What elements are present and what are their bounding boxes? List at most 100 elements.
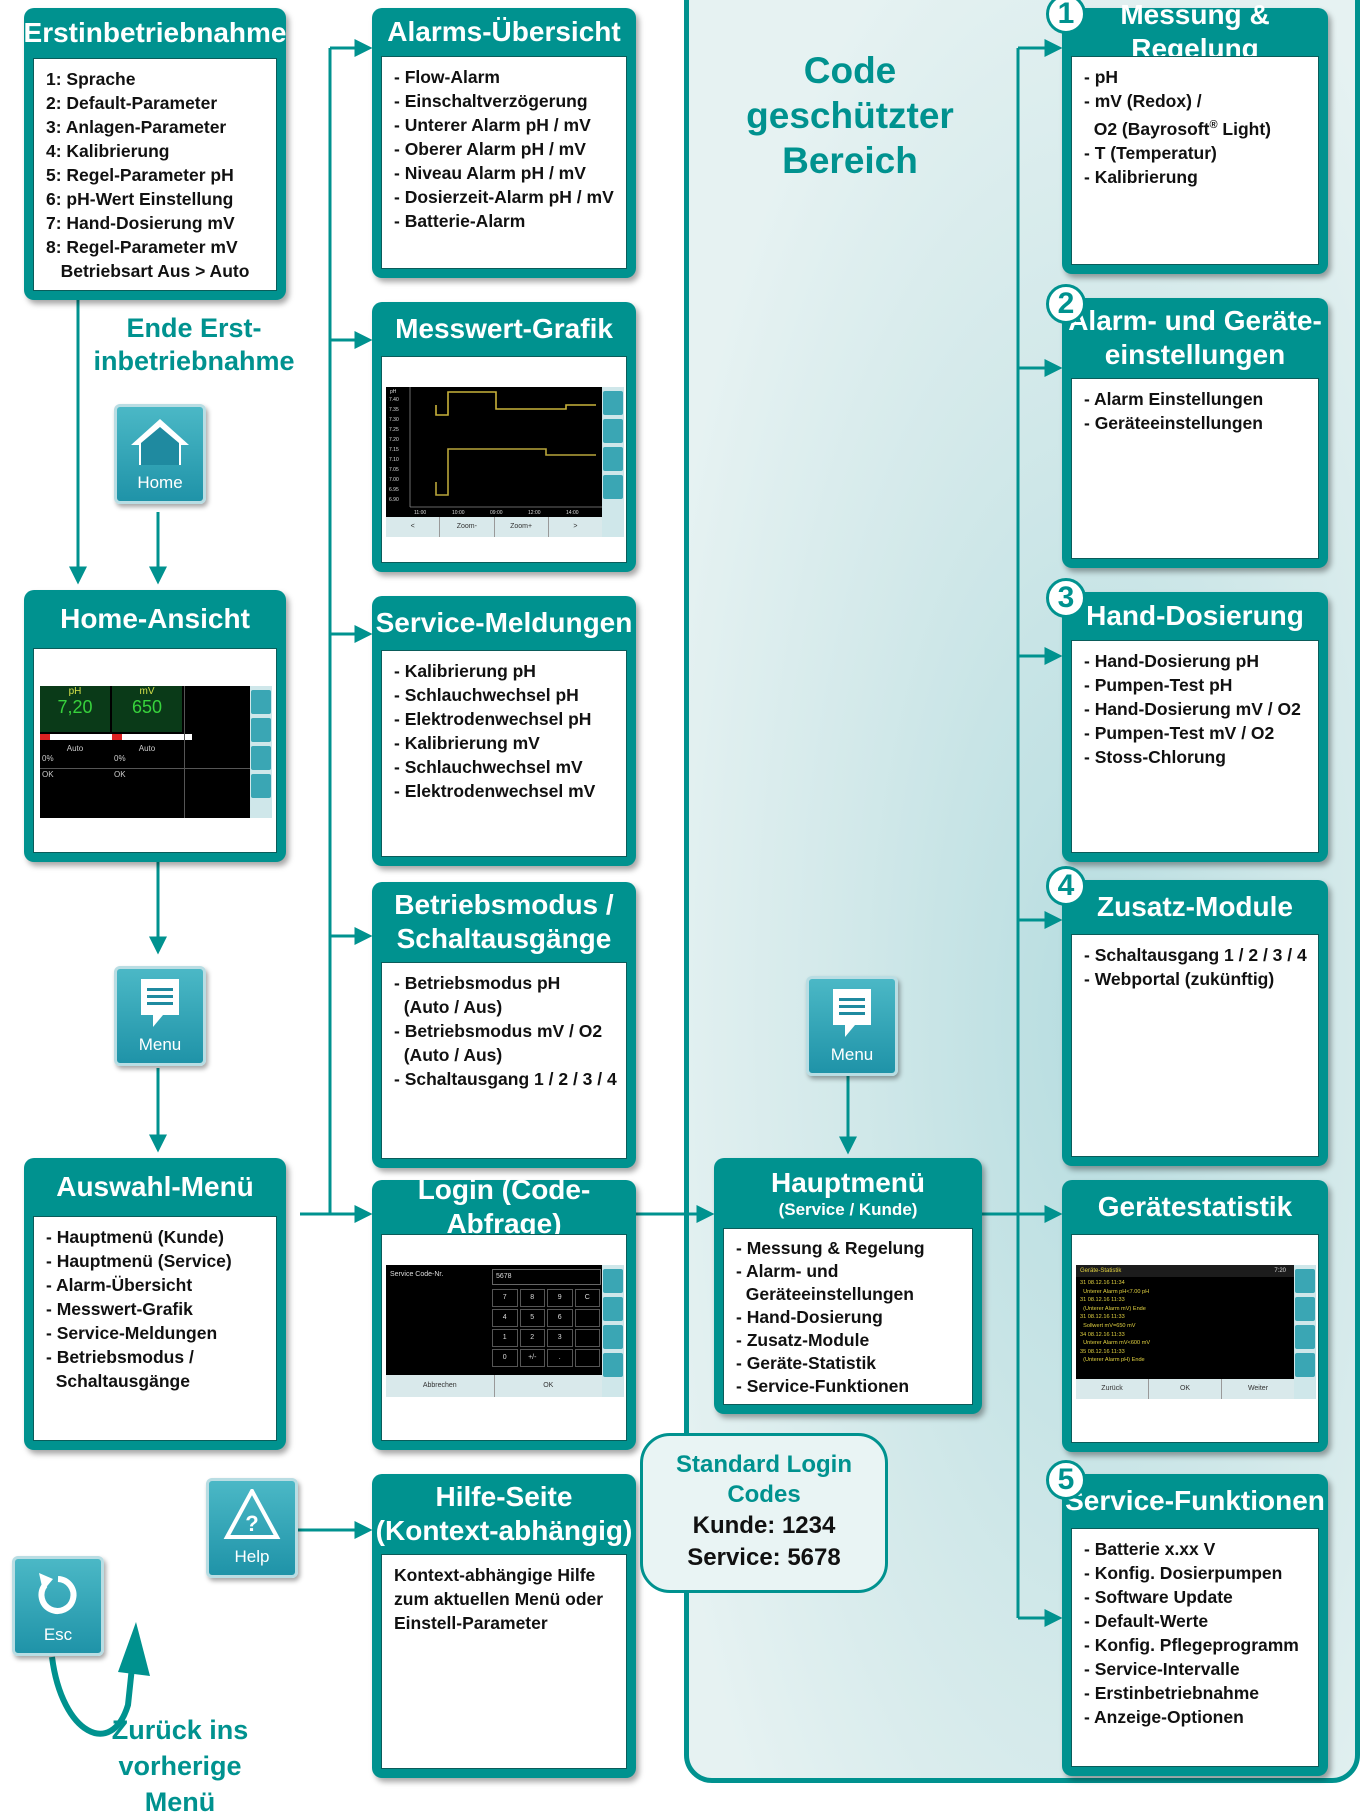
back-arrow-icon bbox=[38, 1573, 77, 1614]
ende-erstinbetriebnahme-label: Ende Erst- inbetriebnahme bbox=[93, 313, 295, 376]
auswahl-menu-box: Auswahl-Menü - Hauptmenü (Kunde) - Haupt… bbox=[24, 1158, 286, 1450]
plot-y-tick: 7.30 bbox=[389, 417, 399, 423]
statistik-line: (Unterer Alarm pH) Ende bbox=[1080, 1357, 1145, 1364]
hauptmenu-box: Hauptmenü (Service / Kunde) - Messung & … bbox=[714, 1158, 982, 1414]
statistik-line: 31 08.12.16 11:33 bbox=[1080, 1297, 1125, 1304]
plot-x-tick: 11:00 bbox=[414, 510, 426, 516]
betriebsmodus-list: - Betriebsmodus pH (Auto / Aus) - Betrie… bbox=[394, 973, 617, 1089]
hilfe-box: Hilfe-Seite (Kontext-abhängig) Kontext-a… bbox=[372, 1474, 636, 1778]
warning-question-icon: ? bbox=[223, 1489, 281, 1539]
erstinbetriebnahme-list: 1: Sprache 2: Default-Parameter 3: Anlag… bbox=[46, 69, 250, 281]
messung-list: - pH - mV (Redox) / O2 (Bayrosoft® Light… bbox=[1084, 67, 1272, 187]
keypad-key[interactable]: 8 bbox=[519, 1289, 545, 1307]
hilfe-title: Hilfe-Seite (Kontext-abhängig) bbox=[375, 1481, 633, 1546]
step-badge-3: 3 bbox=[1046, 578, 1086, 618]
zoom-out-button[interactable]: Zoom- bbox=[440, 517, 495, 537]
statistik-lines: 31 08.12.16 11:34 Unterer Alarm pH<7.00 … bbox=[1080, 1279, 1290, 1365]
keypad-key[interactable]: C bbox=[574, 1289, 600, 1307]
plot-y-tick: 6.95 bbox=[389, 487, 399, 493]
plot-x-tick: 09:00 bbox=[490, 510, 503, 516]
keypad-key[interactable] bbox=[574, 1349, 600, 1367]
statistik-line: 34 08.12.16 11:33 bbox=[1080, 1331, 1125, 1338]
betriebsmodus-title: Betriebsmodus / Schaltausgänge bbox=[394, 889, 614, 954]
svg-text:?: ? bbox=[245, 1511, 258, 1536]
geraetestatistik-title: Gerätestatistik bbox=[1097, 1191, 1293, 1222]
statistik-line: 35 08.12.16 11:33 bbox=[1080, 1348, 1125, 1355]
messwert-plot: pH7.407.357.307.257.207.157.107.057.006.… bbox=[386, 387, 602, 516]
keypad-key[interactable]: 3 bbox=[547, 1329, 573, 1347]
statistik-line: Unterer Alarm pH<7.00 pH bbox=[1080, 1288, 1150, 1295]
keypad-key[interactable]: . bbox=[547, 1349, 573, 1367]
keypad-key[interactable] bbox=[574, 1329, 600, 1347]
menu-label: Menu bbox=[138, 1035, 182, 1054]
service-funktionen-box: 5 Service-Funktionen - Batterie x.xx V -… bbox=[1046, 1460, 1328, 1776]
keypad-key[interactable]: +/- bbox=[519, 1349, 545, 1367]
plot-y-tick: 6.90 bbox=[389, 497, 399, 503]
statistik-line: Unterer Alarm mV<600 mV bbox=[1080, 1340, 1151, 1347]
keypad-key[interactable]: 2 bbox=[519, 1329, 545, 1347]
plot-y-tick: 7.00 bbox=[389, 477, 399, 483]
step-badge-2: 2 bbox=[1046, 284, 1086, 324]
home-button[interactable]: Home bbox=[114, 404, 206, 504]
login-cancel-button[interactable]: Abbrechen bbox=[386, 1375, 495, 1397]
stat-back-button[interactable]: Zurück bbox=[1076, 1379, 1149, 1399]
step-badge-4: 4 bbox=[1046, 866, 1086, 906]
auswahl-menu-title: Auswahl-Menü bbox=[56, 1171, 254, 1202]
keypad-key[interactable]: 1 bbox=[492, 1329, 518, 1347]
messwert-buttons: < Zoom- Zoom+ > bbox=[386, 517, 602, 537]
service-meldungen-list: - Kalibrierung pH - Schlauchwechsel pH -… bbox=[394, 661, 596, 801]
zurueck-label: Zurück ins vorherige Menü bbox=[111, 1715, 249, 1817]
help-button[interactable]: ? Help bbox=[206, 1478, 298, 1578]
house-icon bbox=[131, 419, 189, 465]
login-box: Login (Code-Abfrage) Service Code-Nr. 56… bbox=[372, 1174, 636, 1450]
hauptmenu-title: Hauptmenü (Service / Kunde) bbox=[771, 1167, 925, 1219]
statistik-line: Sollwert mV=650 mV bbox=[1080, 1322, 1136, 1329]
speech-bubble-icon bbox=[833, 989, 871, 1037]
login-field-value[interactable]: 5678 bbox=[492, 1269, 601, 1285]
esc-button[interactable]: Esc bbox=[12, 1556, 104, 1656]
speech-bubble-icon bbox=[141, 979, 179, 1027]
keypad-key[interactable]: 5 bbox=[519, 1309, 545, 1327]
erstinbetriebnahme-box: Erstinbetriebnahme 1: Sprache 2: Default… bbox=[24, 8, 286, 300]
keypad-key[interactable]: 7 bbox=[492, 1289, 518, 1307]
zoom-in-button[interactable]: Zoom+ bbox=[495, 517, 549, 537]
plot-y-tick: 7.20 bbox=[389, 437, 399, 443]
service-meldungen-title: Service-Meldungen bbox=[375, 607, 633, 638]
keypad-key[interactable]: 9 bbox=[547, 1289, 573, 1307]
keypad-key[interactable]: 4 bbox=[492, 1309, 518, 1327]
login-code-kunde: Kunde: 1234 bbox=[692, 1512, 836, 1539]
protected-zone-title: Code geschützter Bereich bbox=[746, 50, 954, 181]
keypad-key[interactable] bbox=[574, 1309, 600, 1327]
hand-dosierung-box: 3 Hand-Dosierung - Hand-Dosierung pH - P… bbox=[1046, 578, 1328, 862]
alarm-geraete-box: 2 Alarm- und Geräte- einstellungen - Ala… bbox=[1046, 284, 1328, 568]
zusatz-list: - Schaltausgang 1 / 2 / 3 / 4 - Webporta… bbox=[1084, 945, 1307, 989]
ph-cell: pH 7,20 bbox=[40, 686, 110, 732]
service-funktionen-title: Service-Funktionen bbox=[1065, 1485, 1325, 1516]
login-ok-button[interactable]: OK bbox=[543, 1382, 554, 1389]
keypad-key[interactable]: 6 bbox=[547, 1309, 573, 1327]
hauptmenu-list: - Messung & Regelung - Alarm- und Geräte… bbox=[736, 1238, 925, 1396]
plot-y-tick: 7.40 bbox=[389, 397, 399, 403]
statistik-line: 31 08.12.16 11:34 bbox=[1080, 1280, 1125, 1286]
home-ansicht-box: Home-Ansicht pH 7,20 mV 650 Auto 0% OK A… bbox=[24, 590, 286, 862]
auswahl-menu-list: - Hauptmenü (Kunde) - Hauptmenü (Service… bbox=[46, 1227, 232, 1391]
plot-y-title: pH bbox=[390, 389, 397, 395]
alarm-geraete-list: - Alarm Einstellungen - Geräteeinstellun… bbox=[1084, 389, 1264, 433]
login-codes-title: Standard Login bbox=[676, 1451, 852, 1478]
stat-next-button[interactable]: Weiter bbox=[1247, 1385, 1269, 1392]
graph-next-button[interactable]: > bbox=[573, 523, 578, 530]
plot-x-tick: 10:00 bbox=[452, 510, 465, 516]
graph-prev-button[interactable]: < bbox=[386, 517, 441, 537]
plot-y-tick: 7.15 bbox=[389, 447, 399, 453]
zusatz-title: Zusatz-Module bbox=[1097, 891, 1293, 922]
stat-ok-button[interactable]: OK bbox=[1149, 1379, 1222, 1399]
menu-button[interactable]: Menu bbox=[114, 966, 206, 1066]
menu-button-2[interactable]: Menu bbox=[806, 976, 898, 1076]
home-label: Home bbox=[137, 473, 183, 492]
step-badge-5: 5 bbox=[1046, 1460, 1086, 1500]
keypad-key[interactable]: 0 bbox=[492, 1349, 518, 1367]
